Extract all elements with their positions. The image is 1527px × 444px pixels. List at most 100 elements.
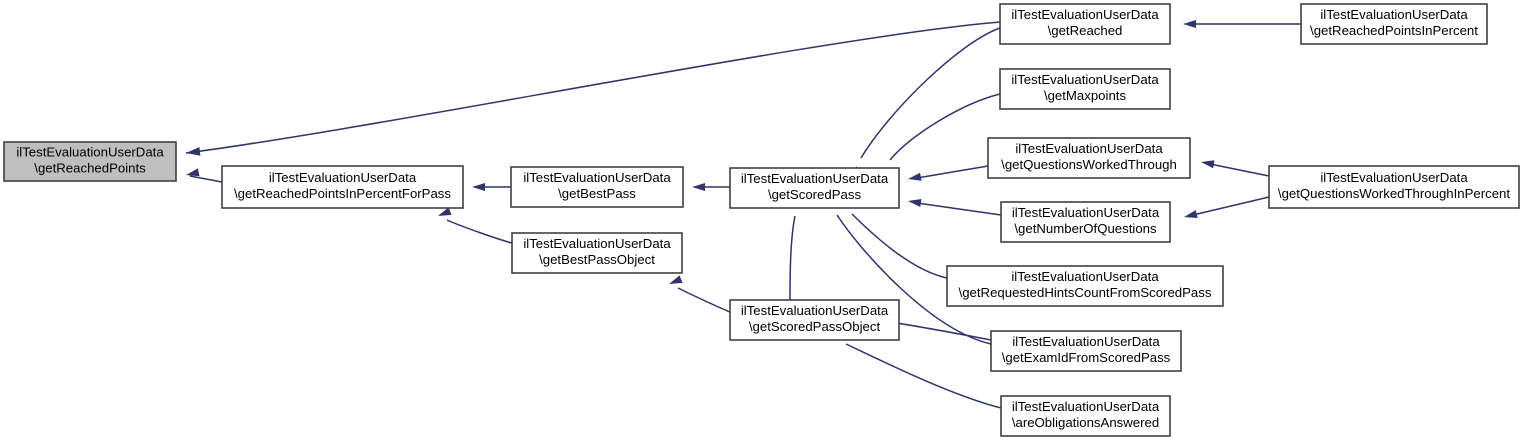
node-label-line1: ilTestEvaluationUserData bbox=[1015, 141, 1163, 156]
node-label-line2: \getReachedPoints bbox=[34, 161, 146, 176]
graph-node-areobligationsanswered[interactable]: ilTestEvaluationUserData\areObligationsA… bbox=[1000, 395, 1171, 437]
edge-line bbox=[845, 343, 1002, 409]
node-box[interactable] bbox=[999, 68, 1171, 110]
node-label-line2: \getQuestionsWorkedThrough bbox=[1001, 157, 1177, 172]
edge-layer bbox=[185, 19, 1301, 409]
node-label-line2: \getMaxpoints bbox=[1044, 88, 1127, 103]
node-label-line1: ilTestEvaluationUserData bbox=[1011, 269, 1159, 284]
node-label: ilTestEvaluationUserData\areObligationsA… bbox=[1012, 399, 1160, 430]
node-label-line1: ilTestEvaluationUserData bbox=[1320, 7, 1468, 22]
edge-line bbox=[851, 213, 948, 279]
edge-arrowhead-icon bbox=[186, 168, 200, 177]
node-label-line1: ilTestEvaluationUserData bbox=[741, 171, 889, 186]
node-box[interactable] bbox=[510, 166, 684, 208]
node-box[interactable] bbox=[1000, 201, 1171, 243]
node-layer: ilTestEvaluationUserData\getReachedPoint… bbox=[3, 3, 1520, 437]
node-label-line2: \getExamIdFromScoredPass bbox=[1002, 350, 1171, 365]
node-label: ilTestEvaluationUserData\getQuestionsWor… bbox=[1278, 170, 1510, 201]
node-box[interactable] bbox=[1000, 395, 1171, 437]
graph-node-getbestpassobject[interactable]: ilTestEvaluationUserData\getBestPassObje… bbox=[511, 232, 683, 274]
graph-edge bbox=[838, 330, 1002, 409]
edge-arrowhead-icon bbox=[1183, 19, 1196, 29]
node-label: ilTestEvaluationUserData\getReachedPoint… bbox=[234, 170, 451, 201]
node-label: ilTestEvaluationUserData\getBestPassObje… bbox=[523, 236, 671, 267]
node-label: ilTestEvaluationUserData\getBestPass bbox=[523, 170, 671, 201]
graph-edge bbox=[185, 21, 1001, 156]
edge-line bbox=[189, 175, 223, 183]
node-label-line2: \getBestPassObject bbox=[539, 252, 655, 267]
graph-node-getrequestedhintscountfromscoredpass[interactable]: ilTestEvaluationUserData\getRequestedHin… bbox=[946, 265, 1224, 307]
graph-node-getquestionsworkedthroughinpercent[interactable]: ilTestEvaluationUserData\getQuestionsWor… bbox=[1268, 165, 1520, 209]
edge-line bbox=[860, 27, 1001, 159]
node-label-line1: ilTestEvaluationUserData bbox=[16, 145, 164, 160]
node-label-line1: ilTestEvaluationUserData bbox=[1011, 7, 1159, 22]
edge-line bbox=[1209, 163, 1270, 177]
edge-line bbox=[185, 21, 1001, 154]
graph-node-getnumberofquestions[interactable]: ilTestEvaluationUserData\getNumberOfQues… bbox=[1000, 201, 1171, 243]
graph-node-getreachedpoints[interactable]: ilTestEvaluationUserData\getReachedPoint… bbox=[3, 141, 177, 182]
graph-node-getreachedpointsinpercent[interactable]: ilTestEvaluationUserData\getReachedPoint… bbox=[1300, 3, 1488, 45]
edge-arrowhead-icon bbox=[908, 172, 922, 181]
node-label: ilTestEvaluationUserData\getReachedPoint… bbox=[1310, 7, 1478, 38]
node-label-line2: \areObligationsAnswered bbox=[1012, 415, 1159, 430]
edge-arrowhead-icon bbox=[1184, 210, 1198, 219]
graph-node-getbestpass[interactable]: ilTestEvaluationUserData\getBestPass bbox=[510, 166, 684, 208]
node-label-line2: \getReachedPointsInPercentForPass bbox=[234, 186, 451, 201]
graph-edge bbox=[669, 275, 731, 313]
node-label: ilTestEvaluationUserData\getMaxpoints bbox=[1011, 72, 1159, 103]
node-box[interactable] bbox=[1268, 165, 1520, 209]
graph-edge bbox=[472, 182, 511, 192]
node-box[interactable] bbox=[729, 167, 900, 209]
node-box[interactable] bbox=[511, 232, 683, 274]
graph-edge bbox=[908, 165, 989, 181]
graph-edge bbox=[692, 182, 730, 192]
graph-edge bbox=[908, 199, 1002, 216]
node-label-line2: \getQuestionsWorkedThroughInPercent bbox=[1278, 186, 1510, 201]
edge-line bbox=[916, 202, 1002, 216]
node-box[interactable] bbox=[221, 165, 464, 209]
edge-line bbox=[446, 219, 513, 244]
node-label-line2: \getScoredPassObject bbox=[749, 319, 881, 334]
node-label-line1: ilTestEvaluationUserData bbox=[1012, 399, 1160, 414]
node-box[interactable] bbox=[3, 141, 177, 182]
node-box[interactable] bbox=[946, 265, 1224, 307]
edge-line bbox=[1192, 196, 1270, 216]
node-label-line2: \getReached bbox=[1048, 23, 1123, 38]
graph-node-getquestionsworkedthrough[interactable]: ilTestEvaluationUserData\getQuestionsWor… bbox=[987, 137, 1191, 179]
edge-line bbox=[916, 165, 989, 179]
graph-node-getscoredpassobject[interactable]: ilTestEvaluationUserData\getScoredPassOb… bbox=[729, 299, 900, 341]
edge-arrowhead-icon bbox=[472, 182, 485, 192]
node-box[interactable] bbox=[990, 330, 1182, 372]
node-label-line2: \getNumberOfQuestions bbox=[1014, 221, 1157, 236]
graph-edge bbox=[186, 168, 223, 183]
node-label: ilTestEvaluationUserData\getScoredPass bbox=[741, 171, 889, 202]
node-box[interactable] bbox=[999, 3, 1171, 45]
node-label-line1: ilTestEvaluationUserData bbox=[741, 303, 889, 318]
graph-node-getreached[interactable]: ilTestEvaluationUserData\getReached bbox=[999, 3, 1171, 45]
node-box[interactable] bbox=[1300, 3, 1488, 45]
edge-arrowhead-icon bbox=[692, 182, 705, 192]
graph-node-getreachedpointsinpercentforpass[interactable]: ilTestEvaluationUserData\getReachedPoint… bbox=[221, 165, 464, 209]
node-label: ilTestEvaluationUserData\getReachedPoint… bbox=[16, 145, 164, 176]
edge-line bbox=[789, 215, 796, 301]
graph-edge bbox=[1201, 160, 1270, 177]
graph-edge bbox=[1184, 196, 1270, 219]
edge-arrowhead-icon bbox=[908, 199, 922, 208]
graph-node-getmaxpoints[interactable]: ilTestEvaluationUserData\getMaxpoints bbox=[999, 68, 1171, 110]
graph-node-getscoredpass[interactable]: ilTestEvaluationUserData\getScoredPass bbox=[729, 167, 900, 209]
graph-node-getexamidfromscoredpass[interactable]: ilTestEvaluationUserData\getExamIdFromSc… bbox=[990, 330, 1182, 372]
node-label: ilTestEvaluationUserData\getRequestedHin… bbox=[959, 269, 1212, 300]
edge-arrowhead-icon bbox=[438, 207, 452, 216]
node-box[interactable] bbox=[987, 137, 1191, 179]
edge-arrowhead-icon bbox=[186, 147, 201, 156]
node-label-line2: \getReachedPointsInPercent bbox=[1310, 23, 1478, 38]
node-label: ilTestEvaluationUserData\getReached bbox=[1011, 7, 1159, 38]
node-label: ilTestEvaluationUserData\getNumberOfQues… bbox=[1012, 205, 1160, 236]
node-label: ilTestEvaluationUserData\getScoredPassOb… bbox=[741, 303, 889, 334]
node-box[interactable] bbox=[729, 299, 900, 341]
node-label-line2: \getBestPass bbox=[558, 186, 636, 201]
graph-edge bbox=[1183, 19, 1301, 29]
edge-arrowhead-icon bbox=[1201, 160, 1215, 169]
